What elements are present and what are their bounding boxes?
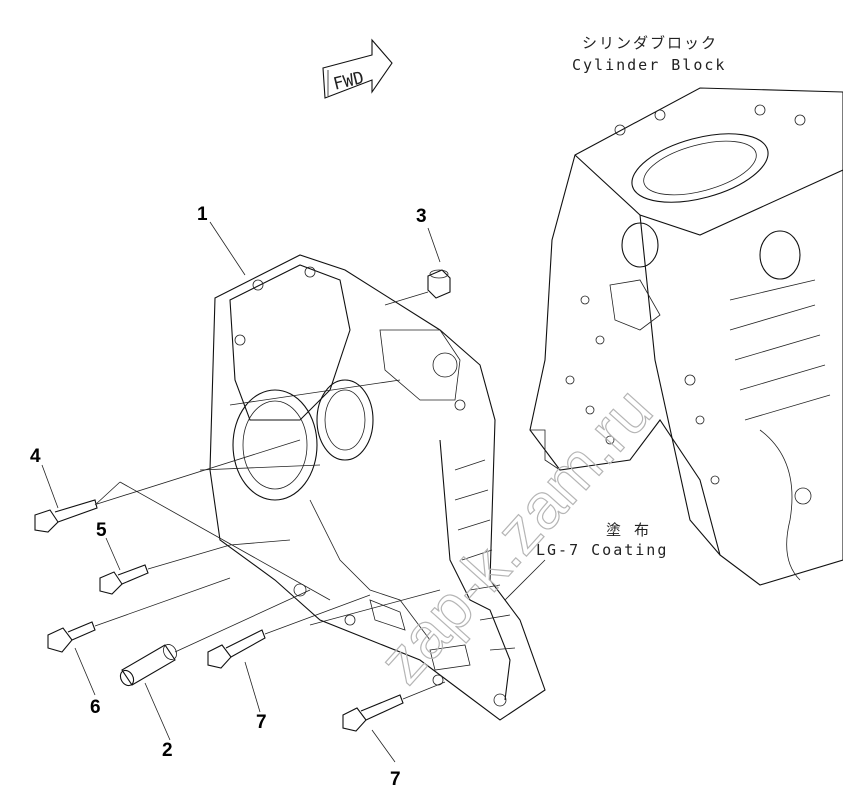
callout-4: 4 xyxy=(30,446,41,467)
bolt-part-4 xyxy=(34,439,301,533)
callout-3: 3 xyxy=(416,206,427,227)
callout-leaders xyxy=(41,221,441,763)
bolt-part-7-lower xyxy=(342,681,446,732)
callout-7-upper: 7 xyxy=(256,712,267,733)
front-cover-drawing xyxy=(209,254,546,721)
assembly-guide-lines xyxy=(119,379,441,626)
callout-6: 6 xyxy=(90,697,101,718)
bolt-part-6 xyxy=(47,577,231,653)
coating-label-jp: 塗 布 xyxy=(606,521,651,539)
cylinder-block-drawing xyxy=(529,87,843,586)
coating-label-en: LG-7 Coating xyxy=(536,541,668,559)
coating-leader-line xyxy=(504,559,546,601)
callout-2: 2 xyxy=(162,740,173,761)
callout-5: 5 xyxy=(96,520,107,541)
plug-part-3 xyxy=(384,269,451,306)
bolt-part-7-upper xyxy=(207,594,371,669)
callout-7-lower: 7 xyxy=(390,769,401,790)
callout-1: 1 xyxy=(197,204,208,225)
bolt-part-5 xyxy=(99,544,231,595)
cylinder-block-label-jp: シリンダブロック xyxy=(582,34,718,52)
dowel-pin-part-2 xyxy=(119,589,311,687)
fwd-label: FWD xyxy=(331,68,366,95)
fwd-arrow-icon: FWD xyxy=(322,38,393,99)
cylinder-block-label-en: Cylinder Block xyxy=(572,56,726,74)
